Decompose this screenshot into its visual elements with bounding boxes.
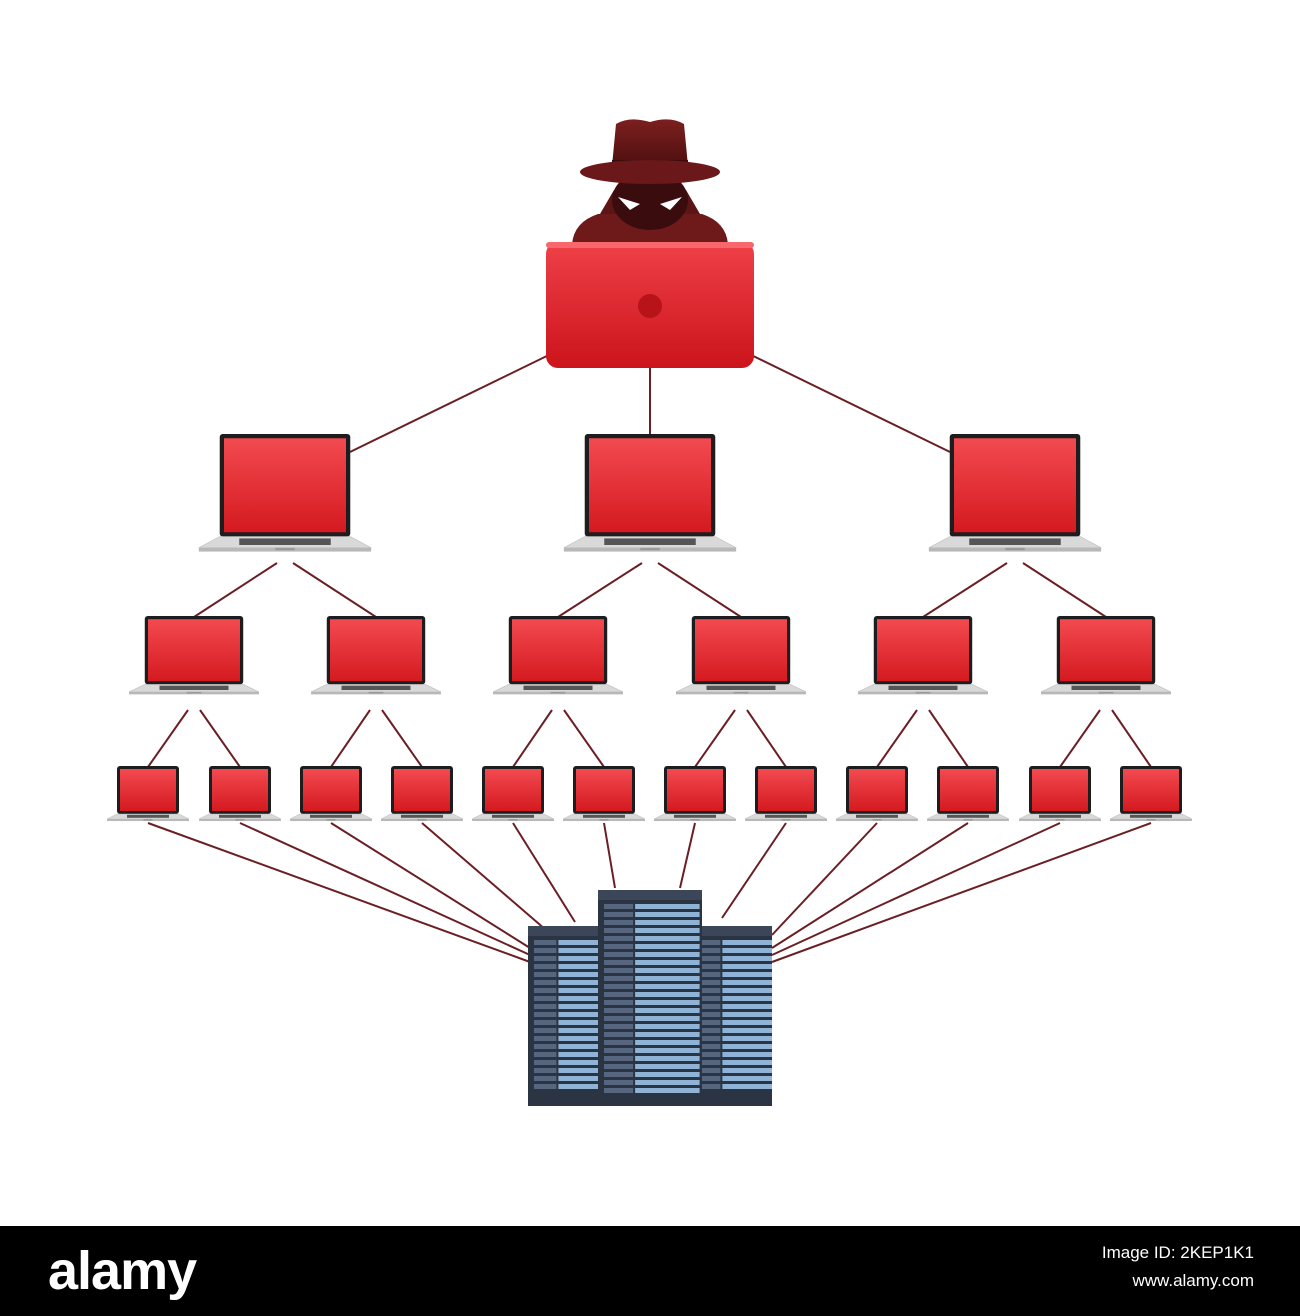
link-tier2-tier3 <box>1059 709 1101 768</box>
watermark-logo: alamy <box>48 1241 197 1301</box>
link-tier1-tier2 <box>193 562 278 618</box>
infected-laptop <box>928 434 1102 552</box>
infected-laptop <box>653 766 737 822</box>
infected-laptop <box>128 616 260 695</box>
botnet-laptops <box>106 434 1193 822</box>
infected-laptop <box>835 766 919 822</box>
link-tier2-tier3 <box>381 709 423 768</box>
controller-logo <box>638 294 662 318</box>
link-tier1-tier2 <box>1022 562 1107 618</box>
link-tier2-tier3 <box>330 709 371 768</box>
link-tier3-server <box>771 822 1061 956</box>
infected-laptop <box>492 616 624 695</box>
hacker-face <box>612 170 688 230</box>
server-rack-left <box>528 926 608 1106</box>
infected-laptop <box>563 434 737 552</box>
link-tier2-tier3 <box>928 709 969 768</box>
controller-laptop-icon <box>546 242 754 368</box>
link-tier2-tier3 <box>199 709 241 768</box>
infected-laptop <box>1018 766 1102 822</box>
link-tier2-tier3 <box>746 709 787 768</box>
infected-laptop <box>289 766 373 822</box>
link-tier2-tier3 <box>147 709 189 768</box>
link-tier3-server <box>721 822 787 919</box>
link-tier3-server <box>771 822 969 949</box>
image-id-text: Image ID: 2KEP1K1 <box>1101 1243 1254 1262</box>
infected-laptop <box>1109 766 1193 822</box>
link-tier3-server <box>771 822 1152 963</box>
infected-laptop <box>198 434 372 552</box>
link-controller-tier1 <box>349 351 556 453</box>
link-tier1-tier2 <box>557 562 643 618</box>
link-tier3-server <box>512 822 576 923</box>
infected-laptop <box>310 616 442 695</box>
link-tier2-tier3 <box>512 709 553 768</box>
infected-laptop <box>857 616 989 695</box>
hacker-eye <box>618 197 640 210</box>
link-controller-tier1 <box>744 351 951 453</box>
link-tier2-tier3 <box>694 709 736 768</box>
link-tier1-tier2 <box>292 562 377 618</box>
hat-brim <box>580 160 720 184</box>
infected-laptop <box>926 766 1010 822</box>
link-tier1-tier2 <box>922 562 1008 618</box>
infected-laptop <box>471 766 555 822</box>
link-tier3-server <box>771 822 878 936</box>
server-rack-right <box>692 926 772 1106</box>
server-rack-icon <box>528 890 772 1106</box>
hat-crown <box>612 119 688 166</box>
link-tier3-server <box>147 822 531 963</box>
infected-laptop <box>744 766 828 822</box>
infected-laptop <box>198 766 282 822</box>
link-tier3-server <box>239 822 531 956</box>
infected-laptop <box>380 766 464 822</box>
watermark-url: www.alamy.com <box>1132 1271 1254 1290</box>
link-tier3-server <box>679 822 696 889</box>
link-tier3-server <box>603 822 616 889</box>
link-tier2-tier3 <box>1111 709 1152 768</box>
infected-laptop <box>106 766 190 822</box>
watermark-bar: alamy Image ID: 2KEP1K1 www.alamy.com <box>0 1226 1300 1316</box>
link-tier3-server <box>421 822 547 931</box>
link-tier2-tier3 <box>876 709 918 768</box>
link-tier1-tier2 <box>657 562 742 618</box>
link-tier2-tier3 <box>563 709 605 768</box>
infected-laptop <box>675 616 807 695</box>
network-links <box>147 351 1152 963</box>
infected-laptop <box>1040 616 1172 695</box>
hacker-eye <box>660 197 682 210</box>
ddos-botnet-diagram <box>106 119 1193 1106</box>
hacker-icon <box>572 119 728 244</box>
server-rack-center <box>598 890 702 1106</box>
link-tier3-server <box>330 822 531 949</box>
infected-laptop <box>562 766 646 822</box>
